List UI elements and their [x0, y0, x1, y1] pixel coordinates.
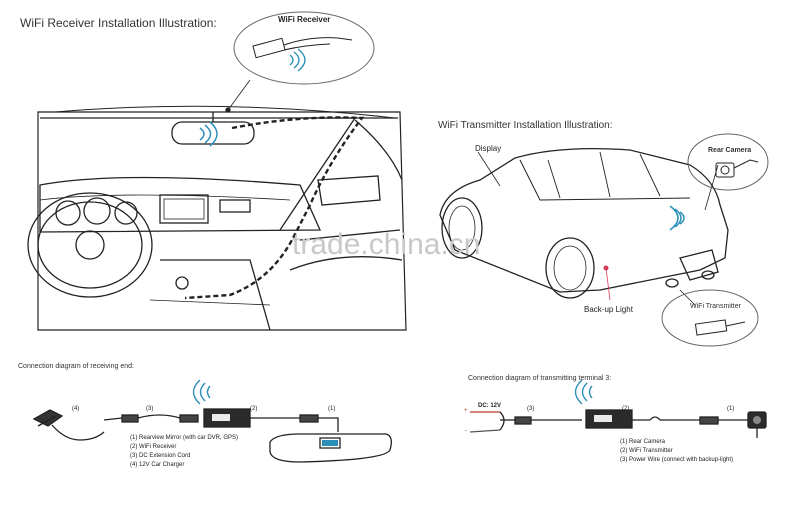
- transmitting-legend-item: (2) WiFi Transmitter: [620, 448, 673, 454]
- receiving-legend-item: (3) DC Extension Cord: [130, 453, 191, 459]
- wifi-receiver-label: WiFi Receiver: [278, 15, 331, 24]
- receiving-marker-2: (2): [250, 406, 258, 412]
- transmitting-legend-item: (1) Rear Camera: [620, 439, 666, 445]
- wifi-transmitter-label: WiFi Transmitter: [690, 303, 741, 310]
- watermark: trade.china.cn: [292, 228, 481, 261]
- car-interior-illustration: [27, 79, 407, 331]
- receiving-diagram-title: Connection diagram of receiving end:: [18, 363, 134, 370]
- transmitting-marker-1: (1): [727, 406, 735, 412]
- plus-sign: +: [464, 408, 468, 414]
- car-exterior-illustration: [439, 147, 729, 306]
- display-label: Display: [475, 144, 502, 153]
- receiving-marker-1: (1): [328, 406, 336, 412]
- receiving-legend-item: (4) 12V Car Charger: [130, 462, 185, 468]
- transmitting-diagram-title: Connection diagram of transmitting termi…: [468, 375, 612, 382]
- receiver-title: WiFi Receiver Installation Illustration:: [20, 16, 217, 30]
- transmitting-marker-2: (2): [622, 406, 630, 412]
- wifi-transmitter-callout: [661, 289, 759, 347]
- receiving-legend-item: (1) Rearview Mirror (with car DVR, GPS): [130, 435, 239, 441]
- backup-light-label: Back-up Light: [584, 305, 633, 314]
- transmitting-legend-item: (3) Power Wire (connect with backup-ligh…: [620, 457, 734, 463]
- transmitting-connection-diagram: [469, 379, 767, 438]
- receiving-legend-item: (2) WiFi Receiver: [130, 444, 177, 450]
- receiving-connection-diagram: [32, 379, 392, 463]
- receiving-marker-4: (4): [72, 406, 80, 412]
- voltage-label: DC: 12V: [478, 403, 502, 409]
- wifi-receiver-callout: [233, 11, 375, 85]
- transmitting-marker-3: (3): [527, 406, 535, 412]
- receiving-marker-3: (3): [146, 406, 154, 412]
- transmitter-title: WiFi Transmitter Installation Illustrati…: [438, 120, 613, 131]
- rear-camera-callout: [687, 133, 769, 191]
- receiving-legend: (1) Rearview Mirror (with car DVR, GPS) …: [130, 434, 238, 470]
- transmitting-legend: (1) Rear Camera (2) WiFi Transmitter (3)…: [620, 438, 733, 465]
- minus-sign: -: [465, 428, 467, 434]
- rear-camera-label: Rear Camera: [708, 147, 752, 154]
